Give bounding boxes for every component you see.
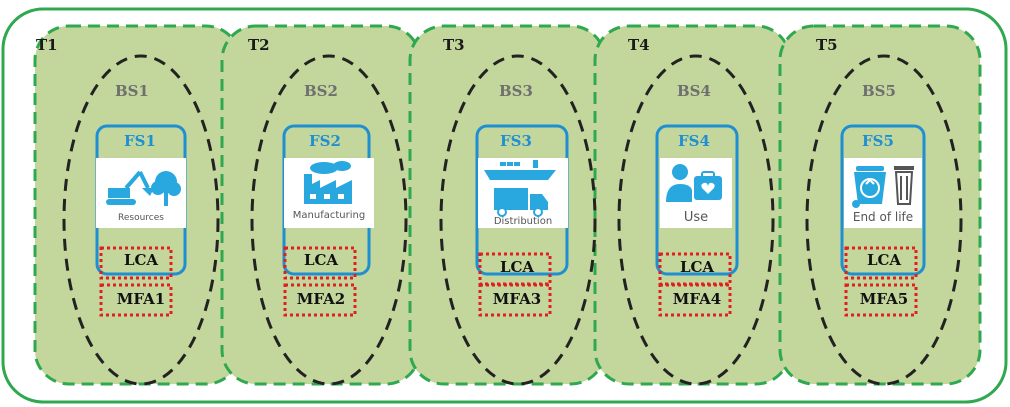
- tile-caption: Resources: [118, 213, 164, 223]
- tier-label: T4: [628, 36, 650, 54]
- mfa-label: MFA4: [672, 290, 722, 308]
- use-tile: Use: [660, 158, 732, 228]
- lca-dotted-box: [844, 246, 918, 280]
- boundary-scope-label: BS2: [304, 82, 338, 100]
- boundary-scope-label: BS3: [499, 82, 533, 100]
- tier-label: T1: [36, 36, 58, 54]
- tile-caption: Manufacturing: [292, 210, 366, 221]
- lca-label: LCA: [679, 258, 715, 276]
- mfa-dotted-box: [658, 283, 732, 317]
- functional-system-label: FS2: [309, 132, 341, 150]
- distribution-tile: Distribution: [478, 158, 568, 228]
- mfa-label: MFA1: [116, 290, 166, 308]
- lca-dotted-box: [99, 246, 173, 280]
- tile-caption: Distribution: [493, 216, 553, 227]
- manufacturing-tile: Manufacturing: [284, 158, 374, 228]
- functional-system-label: FS5: [862, 132, 894, 150]
- lca-dotted-box: [283, 246, 357, 280]
- tier-label: T3: [443, 36, 465, 54]
- functional-system-label: FS4: [678, 132, 710, 150]
- end-of-life-tile: End of life: [844, 158, 922, 228]
- functional-system-label: FS3: [500, 132, 532, 150]
- functional-system-box: [655, 124, 739, 276]
- tile-caption: End of life: [852, 210, 914, 224]
- resources-tile: Resources: [96, 158, 186, 228]
- lca-dotted-box: [658, 252, 732, 286]
- boundary-scope-label: BS4: [677, 82, 711, 100]
- user-heart-icon: [666, 164, 722, 202]
- boundary-scope-label: BS1: [115, 82, 149, 100]
- outer-boundary: [1, 7, 1008, 404]
- boundary-ellipse: [439, 54, 597, 386]
- mfa-label: MFA2: [296, 290, 346, 308]
- lca-label: LCA: [866, 251, 902, 269]
- boundary-scope-label: BS5: [862, 82, 896, 100]
- lca-label: LCA: [303, 251, 339, 269]
- tile-caption: Use: [683, 210, 709, 225]
- boundary-ellipse: [805, 54, 963, 386]
- factory-icon: [304, 161, 352, 204]
- lca-label: LCA: [499, 258, 535, 276]
- lca-label: LCA: [123, 251, 159, 269]
- ship-truck-icon: [484, 160, 556, 217]
- tier-label: T2: [248, 36, 270, 54]
- excavator-tree-icon: [106, 170, 181, 206]
- functional-system-label: FS1: [124, 132, 156, 150]
- tier-label: T5: [816, 36, 838, 54]
- mfa-label: MFA3: [492, 290, 542, 308]
- recycle-bin-icon: [852, 166, 914, 208]
- boundary-ellipse: [250, 54, 408, 386]
- mfa-dotted-box: [844, 283, 918, 317]
- lca-dotted-box: [478, 252, 552, 286]
- boundary-ellipse: [617, 54, 775, 386]
- mfa-dotted-box: [99, 283, 173, 317]
- boundary-ellipse: [62, 54, 220, 386]
- mfa-dotted-box: [478, 283, 552, 317]
- mfa-label: MFA5: [859, 290, 909, 308]
- functional-system-box: [840, 124, 926, 276]
- mfa-dotted-box: [283, 283, 357, 317]
